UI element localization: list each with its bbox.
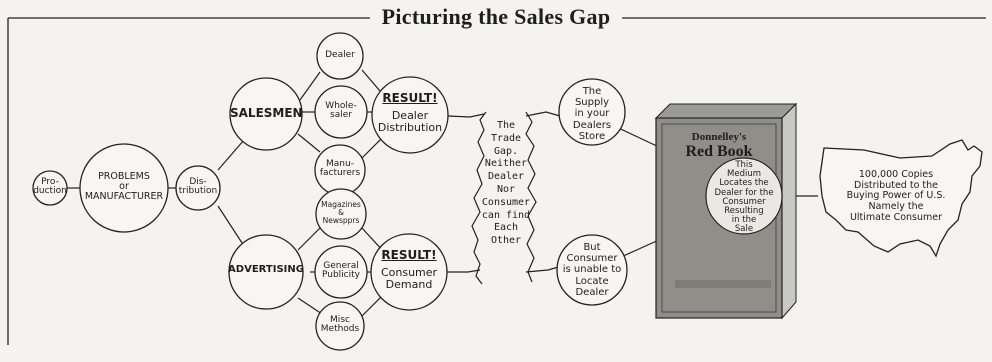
problems-circle: [79, 143, 169, 233]
result2-heading: RESULT!: [381, 248, 437, 262]
consumer-circle: [556, 234, 628, 306]
result2-text: Consumer Demand: [380, 266, 438, 291]
dealer-circle: [316, 32, 364, 80]
dealer-label: Dealer: [325, 50, 355, 60]
book-illustration: [654, 102, 798, 320]
frame: [7, 17, 986, 345]
supply-text: The Supply in your Dealers Store: [572, 86, 612, 142]
result1-text: Dealer Distribution: [377, 109, 443, 134]
general-publicity-label: General Publicity: [322, 261, 360, 281]
us-map-outline: [819, 139, 983, 258]
salesmen-circle: [229, 77, 303, 151]
book-inner-circle: [705, 157, 783, 235]
book-medium-text: This Medium Locates the Dealer for the C…: [714, 160, 774, 235]
us-map-text: 100,000 Copies Distributed to the Buying…: [846, 169, 946, 223]
salesmen-label: SALESMEN: [230, 106, 303, 120]
advertising-circle: [228, 234, 304, 310]
manufacturers-label: Manu- facturers: [319, 159, 361, 179]
distribution-circle: [175, 165, 221, 211]
misc-methods-label: Misc Methods: [320, 315, 360, 335]
wholesaler-circle: [314, 85, 368, 139]
trade-gap-shape: [471, 111, 537, 285]
problems-label: PROBLEMS or MANUFACTURER: [84, 171, 164, 202]
distribution-label: Dis- tribution: [178, 177, 218, 197]
book-title-line2: Red Book: [685, 143, 753, 160]
circles: [32, 32, 628, 351]
result1-heading: RESULT!: [382, 91, 438, 105]
book-title-line1: Donnelley's: [691, 131, 747, 143]
advertising-label: ADVERTISING: [228, 264, 304, 275]
misc-circle: [315, 301, 365, 351]
publicity-circle: [314, 245, 368, 299]
magazines-circle: [315, 188, 367, 240]
wholesaler-label: Whole- saler: [325, 101, 357, 121]
supply-circle: [558, 78, 626, 146]
consumer-unable-text: But Consumer is unable to Locate Dealer: [562, 242, 622, 298]
magazines-label: Magazines & Newspprs: [321, 200, 361, 225]
production-circle: [32, 170, 68, 206]
trade-gap-text: The Trade Gap. Neither Dealer Nor Consum…: [481, 120, 531, 247]
production-label: Pro- duction: [33, 177, 67, 197]
result1-circle: [371, 76, 449, 154]
page-title: Picturing the Sales Gap: [0, 4, 992, 30]
result2-circle: [370, 233, 448, 311]
